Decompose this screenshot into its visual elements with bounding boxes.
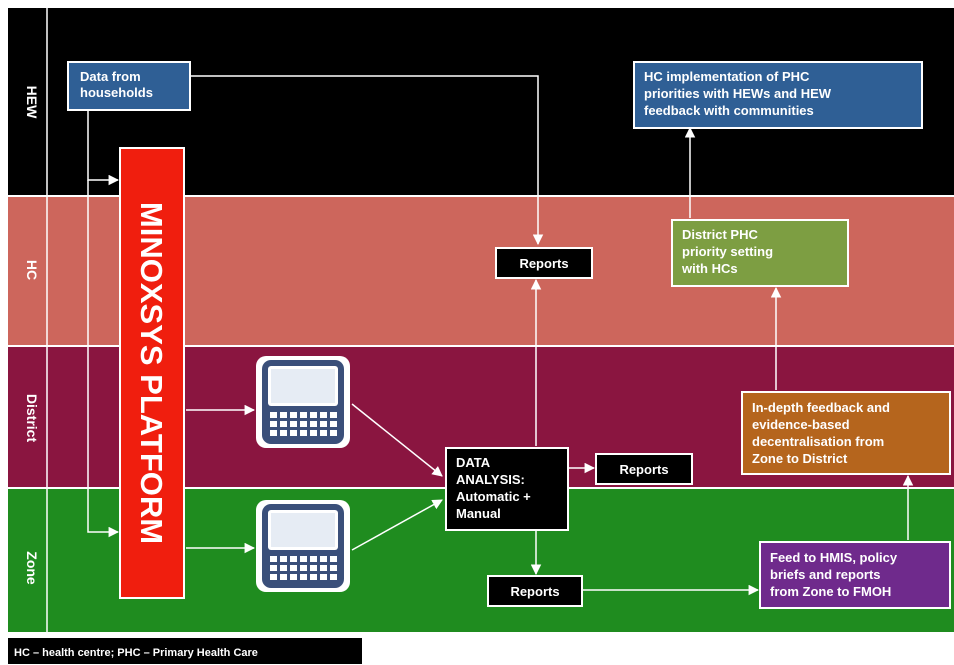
keyboard-key (300, 430, 307, 436)
keyboard-key (310, 421, 317, 427)
keyboard-key (320, 574, 327, 580)
keyboard-key (290, 430, 297, 436)
lane-label-hew: HEW (24, 86, 40, 119)
keyboard-key (290, 574, 297, 580)
keyboard-key (280, 412, 287, 418)
svg-text:Reports: Reports (519, 256, 568, 271)
keyboard-key (280, 565, 287, 571)
keyboard-key (310, 574, 317, 580)
connectors (87, 75, 914, 596)
keyboard-key (310, 430, 317, 436)
keyboard-key (270, 565, 277, 571)
keyboard-keys (270, 412, 337, 436)
connector-laptop-district-to-analysis (351, 403, 443, 477)
box-reports-hc: Reports (495, 247, 593, 279)
keyboard-key (330, 412, 337, 418)
keyboard-key (320, 430, 327, 436)
laptop-icon (256, 356, 350, 448)
box-reports-zone: Reports (487, 575, 583, 607)
keyboard-key (270, 574, 277, 580)
keyboard-key (290, 565, 297, 571)
keyboard-key (300, 565, 307, 571)
platform-bar (119, 147, 185, 599)
keyboard-key (300, 412, 307, 418)
keyboard-key (310, 565, 317, 571)
keyboard-key (270, 421, 277, 427)
keyboard-key (290, 421, 297, 427)
connector-households-to-platform-zone (87, 180, 120, 538)
keyboard-key (270, 430, 277, 436)
keyboard-key (270, 556, 277, 562)
laptop-icon (256, 500, 350, 592)
keyboard-key (280, 421, 287, 427)
connector-laptop-zone-to-analysis (351, 499, 443, 551)
lane-label-district: District (24, 394, 40, 443)
keyboard-key (300, 421, 307, 427)
footnote-text: HC – health centre; PHC – Primary Health… (14, 647, 258, 659)
keyboard-key (270, 412, 277, 418)
keyboard-key (320, 565, 327, 571)
keyboard-key (330, 556, 337, 562)
keyboard-key (300, 556, 307, 562)
keyboard-key (280, 574, 287, 580)
connector-households-to-reports (190, 75, 544, 246)
keyboard-key (330, 430, 337, 436)
keyboard-key (330, 565, 337, 571)
platform-label: MINOXSYS PLATFORM (134, 202, 169, 544)
lane-label-hc: HC (24, 260, 40, 280)
keyboard-key (290, 412, 297, 418)
keyboard-key (280, 556, 287, 562)
keyboard-key (320, 556, 327, 562)
footnote-box (8, 638, 362, 664)
keyboard-key (310, 556, 317, 562)
svg-text:Reports: Reports (510, 584, 559, 599)
keyboard-key (320, 412, 327, 418)
keyboard-keys (270, 556, 337, 580)
keyboard-key (320, 421, 327, 427)
keyboard-key (280, 430, 287, 436)
keyboard-key (330, 421, 337, 427)
lane-label-zone: Zone (24, 551, 40, 585)
svg-text:Reports: Reports (619, 462, 668, 477)
keyboard-key (330, 574, 337, 580)
keyboard-key (300, 574, 307, 580)
box-reports-district: Reports (595, 453, 693, 485)
keyboard-key (310, 412, 317, 418)
keyboard-key (290, 556, 297, 562)
